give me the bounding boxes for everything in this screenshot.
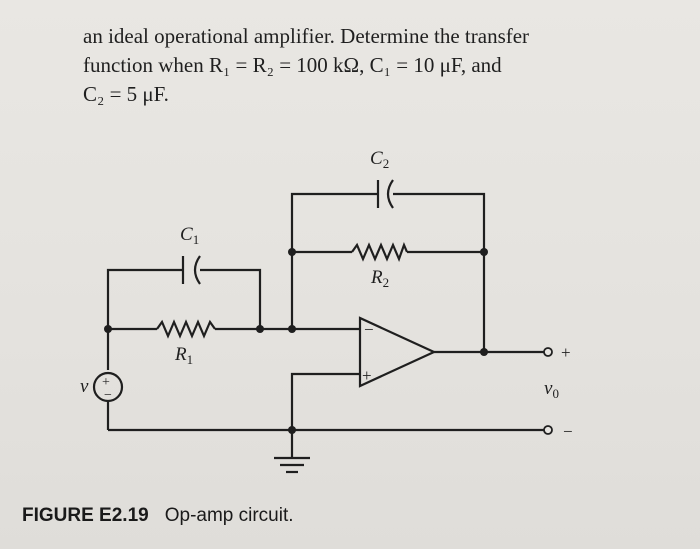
output-terminal-plus xyxy=(543,347,553,357)
c1-branch-wire xyxy=(106,268,262,339)
label-source-v: v xyxy=(80,376,89,397)
problem-statement: an ideal operational amplifier. Determin… xyxy=(83,22,643,109)
node-r2-left xyxy=(288,248,296,256)
capacitor-c2 xyxy=(376,179,394,209)
node-c1-r1 xyxy=(256,325,264,333)
capacitor-c1 xyxy=(181,255,201,285)
label-output-plus: + xyxy=(561,343,571,362)
label-c2: C2 xyxy=(370,148,389,171)
node-output xyxy=(480,348,488,356)
noninverting-input-wire xyxy=(290,372,360,430)
resistor-r2 xyxy=(351,241,409,263)
ground-symbol xyxy=(274,430,310,474)
c2-feedback-wire xyxy=(290,192,486,352)
output-terminal-minus xyxy=(543,425,553,435)
label-c1: C1 xyxy=(180,224,199,247)
label-opamp-minus: − xyxy=(364,320,374,339)
problem-line-2: function when R₁ = R₂ = 100 kΩ, C₁ = 10 … xyxy=(83,53,502,77)
node-r2-right xyxy=(480,248,488,256)
label-source-plus: + xyxy=(102,375,110,390)
figure-caption-text: Op-amp circuit. xyxy=(164,505,294,526)
problem-line-1: an ideal operational amplifier. Determin… xyxy=(83,24,530,48)
label-r2: R2 xyxy=(370,267,389,290)
problem-line-3: C₂ = 5 μF. xyxy=(83,82,169,106)
label-opamp-plus: + xyxy=(362,366,372,385)
node-left xyxy=(104,325,112,333)
figure-number: FIGURE E2.19 xyxy=(22,505,149,526)
label-output-minus: − xyxy=(563,422,573,441)
figure-caption: FIGURE E2.19 Op-amp circuit. xyxy=(22,505,294,527)
label-source-minus: − xyxy=(104,388,112,403)
resistor-r1 xyxy=(156,319,216,339)
label-output-v0: v0 xyxy=(544,378,559,401)
label-r1: R1 xyxy=(174,344,193,367)
op-amp-triangle xyxy=(358,316,437,388)
